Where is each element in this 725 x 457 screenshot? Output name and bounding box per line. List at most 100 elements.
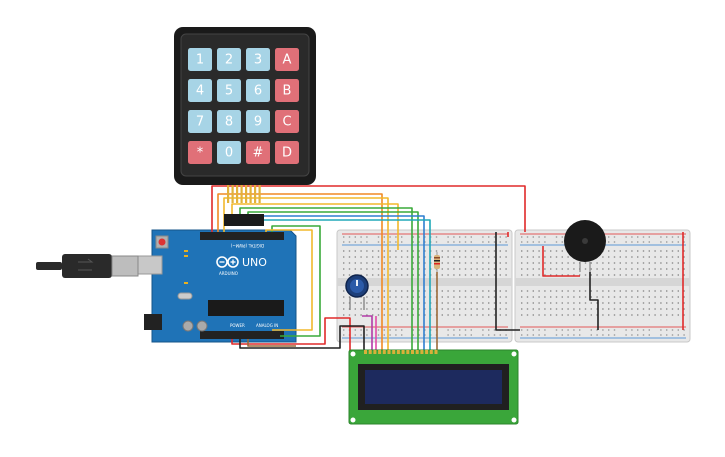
keypad-key-label: B xyxy=(283,84,292,99)
keypad-key[interactable]: # xyxy=(246,141,270,164)
lcd-pin xyxy=(392,350,396,354)
keypad-key[interactable]: 3 xyxy=(246,48,270,71)
led xyxy=(184,250,188,252)
keypad-pin xyxy=(245,185,248,203)
keypad-key-label: 9 xyxy=(254,115,262,130)
wire[interactable] xyxy=(362,315,373,352)
lcd-pin xyxy=(420,350,424,354)
keypad-key-label: * xyxy=(197,146,204,161)
lcd-pin xyxy=(434,350,438,354)
mounting-hole xyxy=(511,351,517,357)
wire[interactable] xyxy=(247,339,296,347)
keypad-plug xyxy=(224,214,264,226)
keypad-key[interactable]: D xyxy=(275,141,299,164)
keypad-key[interactable]: 6 xyxy=(246,79,270,102)
wire[interactable] xyxy=(231,317,351,352)
keypad-key[interactable]: C xyxy=(275,110,299,133)
wire[interactable] xyxy=(589,272,599,330)
mounting-hole xyxy=(350,417,356,423)
lcd-pin xyxy=(406,350,410,354)
lcd-pin xyxy=(415,350,419,354)
usb-cable-icon[interactable] xyxy=(36,254,139,278)
wire[interactable] xyxy=(542,246,580,277)
crystal xyxy=(177,292,193,300)
keypad-key-label: 6 xyxy=(254,84,262,99)
lcd-screen xyxy=(365,370,502,404)
lcd-pin xyxy=(401,350,405,354)
keypad-pin xyxy=(258,185,261,203)
keypad-key[interactable]: 4 xyxy=(188,79,212,102)
power-analog-header xyxy=(200,331,284,339)
keypad-connector xyxy=(224,185,264,226)
keypad-key[interactable]: 8 xyxy=(217,110,241,133)
capacitor xyxy=(196,320,208,332)
reset-button-cap xyxy=(158,238,166,246)
keypad-key-label: C xyxy=(282,115,291,130)
potentiometer-icon[interactable] xyxy=(345,274,369,298)
lcd-pin xyxy=(373,350,377,354)
mounting-hole xyxy=(511,417,517,423)
wire[interactable] xyxy=(217,193,383,352)
lcd-pin xyxy=(382,350,386,354)
lcd-pin xyxy=(429,350,433,354)
keypad-key-label: 2 xyxy=(225,53,233,68)
keypad-key[interactable]: 7 xyxy=(188,110,212,133)
arduino-uno-board[interactable]: UNO ARDUINO DIGITAL (PWM~) POWER ANALOG … xyxy=(137,229,297,343)
keypad-key-label: # xyxy=(253,146,264,161)
keypad-key[interactable]: 0 xyxy=(217,141,241,164)
resistor-icon[interactable] xyxy=(434,252,440,272)
keypad-key-label: 1 xyxy=(196,53,204,68)
board-brand-label: ARDUINO xyxy=(219,271,238,276)
keypad-key-label: 4 xyxy=(196,84,204,99)
keypad-key-label: 5 xyxy=(225,84,233,99)
wire[interactable] xyxy=(271,225,321,337)
led xyxy=(184,255,188,257)
keypad-pin xyxy=(240,185,243,203)
keypad-key[interactable]: 9 xyxy=(246,110,270,133)
lcd-pin xyxy=(378,350,382,354)
analog-header-label: ANALOG IN xyxy=(256,323,278,328)
keypad-keys: 1 2 3 A 4 5 6 B 7 8 9 C * 0 # D xyxy=(188,48,299,164)
keypad-pin xyxy=(254,185,257,203)
led xyxy=(184,282,188,284)
keypad-key-label: A xyxy=(283,53,292,68)
keypad-key-label: 7 xyxy=(196,115,204,130)
lcd-pin xyxy=(425,350,429,354)
wire[interactable] xyxy=(495,232,520,331)
capacitor xyxy=(182,320,194,332)
keypad-pin xyxy=(231,185,234,203)
keypad-key[interactable]: 5 xyxy=(217,79,241,102)
mounting-hole xyxy=(350,351,356,357)
digital-header-label: DIGITAL (PWM~) xyxy=(230,243,264,248)
lcd-pin-header xyxy=(364,350,438,354)
keypad-pin xyxy=(227,185,230,203)
usb-port xyxy=(137,255,163,275)
keypad-key-label: 8 xyxy=(225,115,233,130)
lcd-pin xyxy=(364,350,367,354)
keypad-key[interactable]: 2 xyxy=(217,48,241,71)
keypad-key[interactable]: * xyxy=(188,141,212,164)
board-model-label: UNO xyxy=(242,256,267,269)
keypad-key-label: D xyxy=(282,146,292,161)
wire[interactable] xyxy=(211,185,526,232)
power-header-label: POWER xyxy=(230,323,245,328)
keypad-pin xyxy=(249,185,252,203)
wire[interactable] xyxy=(265,229,313,331)
lcd-pin xyxy=(368,350,372,354)
keypad-key-label: 0 xyxy=(225,146,233,161)
wire[interactable] xyxy=(239,325,365,352)
keypad-key-label: 3 xyxy=(254,53,262,68)
power-jack xyxy=(144,314,162,330)
buzzer-icon[interactable] xyxy=(564,220,606,272)
arduino-logo-icon xyxy=(216,256,239,268)
lcd-pin xyxy=(387,350,391,354)
keypad-key[interactable]: B xyxy=(275,79,299,102)
keypad-4x4[interactable]: 1 2 3 A 4 5 6 B 7 8 9 C * 0 # D xyxy=(174,27,316,185)
lcd-16x2[interactable] xyxy=(348,349,519,425)
keypad-key[interactable]: A xyxy=(275,48,299,71)
lcd-pin xyxy=(411,350,414,354)
lcd-pin xyxy=(396,350,400,354)
keypad-pin xyxy=(236,185,239,203)
keypad-key[interactable]: 1 xyxy=(188,48,212,71)
